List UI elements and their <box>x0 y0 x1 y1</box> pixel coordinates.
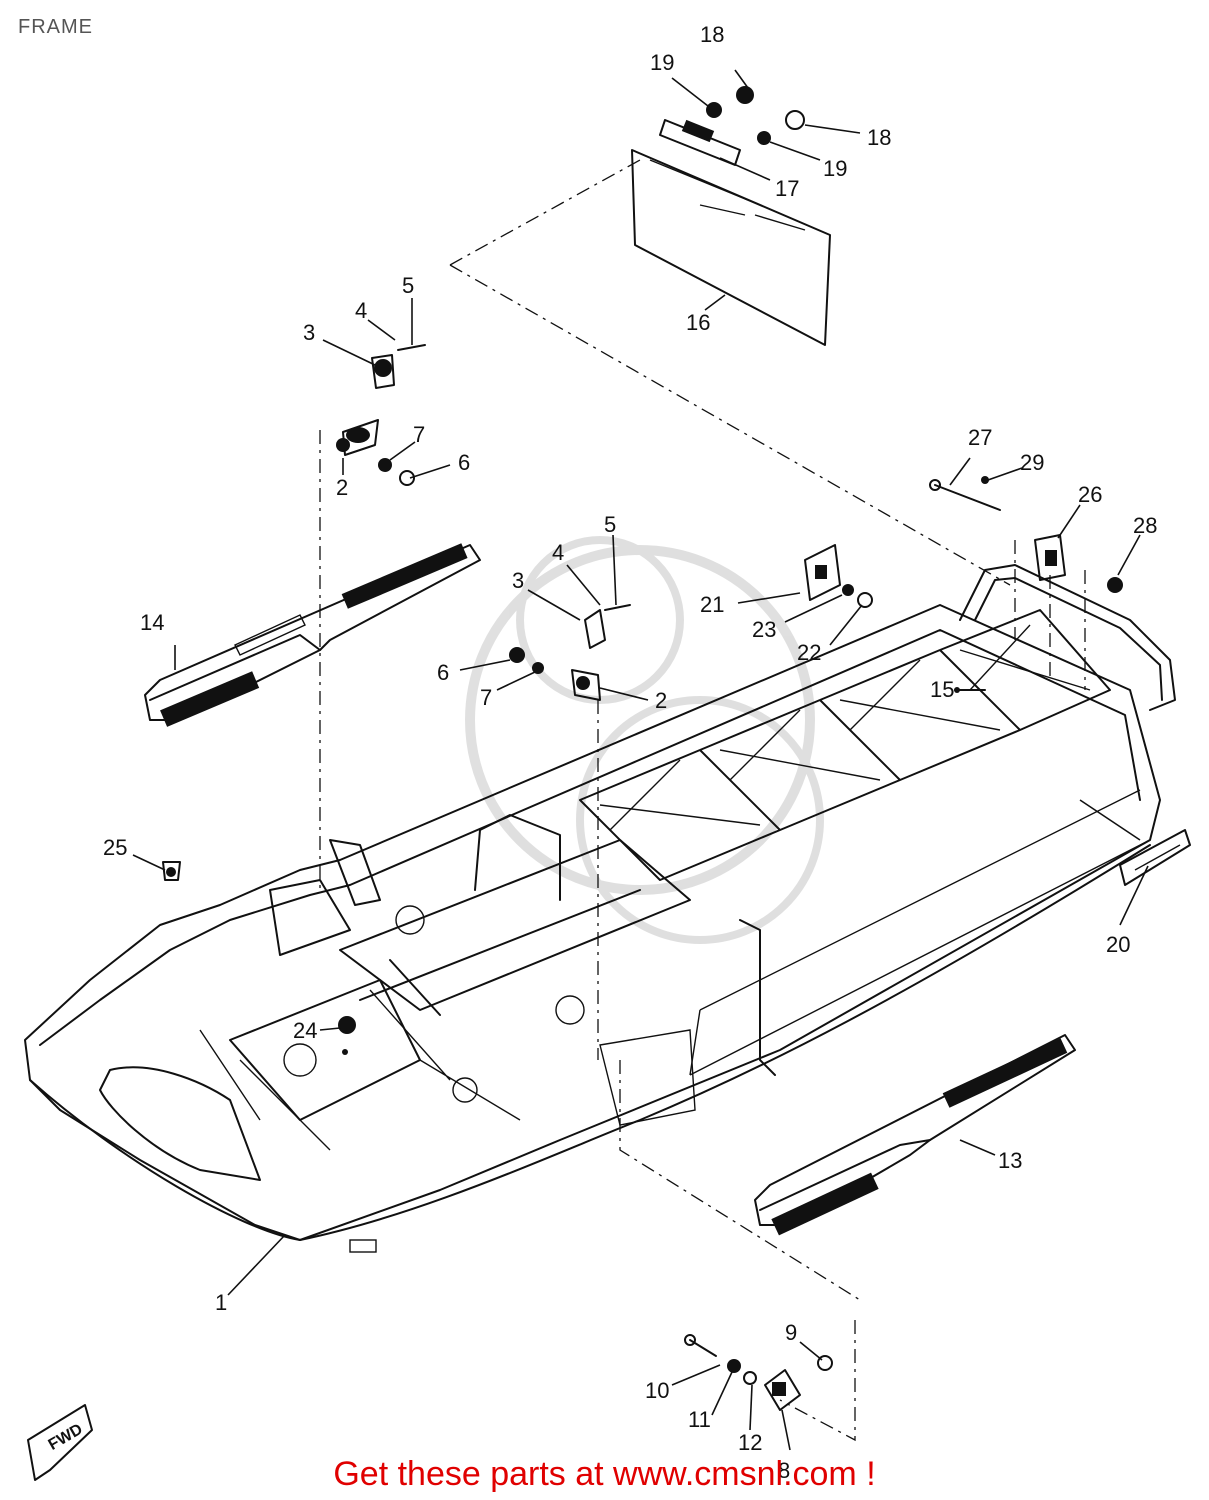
callout-20: 20 <box>1106 932 1130 957</box>
callout-18-top: 18 <box>700 22 724 47</box>
callout-6-middle: 6 <box>437 660 449 685</box>
upper-left-fasteners <box>336 344 426 486</box>
callout-17: 17 <box>775 176 799 201</box>
callout-11: 11 <box>688 1407 711 1432</box>
callout-5-upper: 5 <box>402 273 414 298</box>
callout-7-upper: 7 <box>413 422 425 447</box>
callout-13: 13 <box>998 1148 1022 1173</box>
callout-14: 14 <box>140 610 164 635</box>
callout-2-upper: 2 <box>336 475 348 500</box>
hook-15 <box>954 687 986 693</box>
middle-fasteners <box>509 604 631 701</box>
callout-24: 24 <box>293 1018 317 1043</box>
callout-9: 9 <box>785 1320 797 1345</box>
callout-29: 29 <box>1020 450 1044 475</box>
footrest-right <box>754 1034 1076 1236</box>
callout-26: 26 <box>1078 482 1102 507</box>
rear-reflector <box>1119 829 1191 886</box>
badge-bracket <box>804 544 873 608</box>
grommet-24 <box>338 1016 356 1055</box>
callout-28: 28 <box>1133 513 1157 538</box>
callout-3-middle: 3 <box>512 568 524 593</box>
footer-link[interactable]: Get these parts at www.cmsnl.com ! <box>333 1455 876 1493</box>
flap-plate <box>631 149 831 346</box>
watermark-logo <box>465 536 824 944</box>
callout-labels: 18 19 18 19 17 16 5 4 3 7 6 2 5 4 3 6 7 … <box>103 22 1157 1483</box>
clip-25 <box>162 861 181 881</box>
callout-6-upper: 6 <box>458 450 470 475</box>
callout-2-middle: 2 <box>655 688 667 713</box>
callout-4-upper: 4 <box>355 298 367 323</box>
callout-4-middle: 4 <box>552 540 564 565</box>
footrest-left <box>144 543 481 727</box>
bottom-hardware <box>684 1334 833 1411</box>
bolt-nuts-top <box>706 86 805 145</box>
rear-bracket <box>929 476 1123 593</box>
callout-23: 23 <box>752 617 776 642</box>
callout-5-middle: 5 <box>604 512 616 537</box>
callout-19-right: 19 <box>823 156 847 181</box>
callout-16: 16 <box>686 310 710 335</box>
callout-22: 22 <box>797 640 821 665</box>
callout-7-middle: 7 <box>480 685 492 710</box>
hinge-bracket <box>659 119 741 166</box>
page-title: FRAME <box>18 16 93 38</box>
callout-12: 12 <box>738 1430 762 1455</box>
callout-19-top: 19 <box>650 50 674 75</box>
callout-1: 1 <box>215 1290 227 1315</box>
leader-lines <box>132 69 1149 1451</box>
callout-18-right: 18 <box>867 125 891 150</box>
callout-25: 25 <box>103 835 127 860</box>
callout-3-upper: 3 <box>303 320 315 345</box>
callout-21: 21 <box>700 592 724 617</box>
main-frame-body <box>24 564 1176 1253</box>
assembly-lines <box>319 159 1086 1442</box>
callout-15: 15 <box>930 677 954 702</box>
callout-10: 10 <box>645 1378 669 1403</box>
callout-27: 27 <box>968 425 992 450</box>
callout-8: 8 <box>778 1458 790 1483</box>
